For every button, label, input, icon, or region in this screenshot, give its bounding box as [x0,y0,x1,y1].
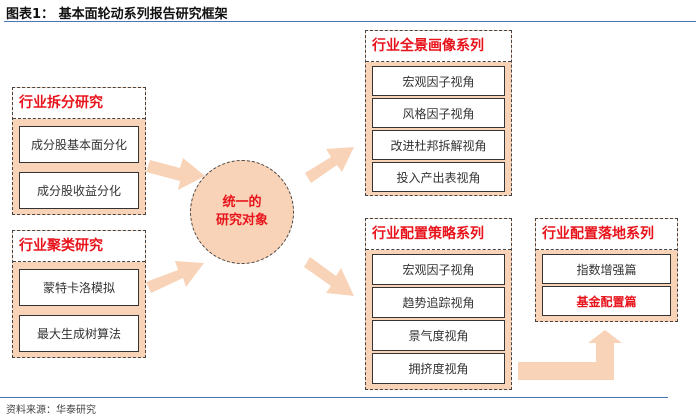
group-industry-split: 行业拆分研究 成分股基本面分化 成分股收益分化 [12,87,146,215]
arrow-right-icon [304,257,354,296]
group-title: 行业配置落地系列 [536,219,677,250]
list-item: 宏观因子视角 [372,66,505,96]
group-panorama-series: 行业全景画像系列 宏观因子视角 风格因子视角 改进杜邦拆解视角 投入产出表视角 [365,30,512,196]
group-title: 行业配置策略系列 [366,219,511,250]
list-item: 拥挤度视角 [372,353,505,384]
center-line-1: 统一的 [222,195,262,210]
list-item: 趋势追踪视角 [372,287,505,318]
group-title: 行业拆分研究 [13,88,145,119]
figure-title: 图表1： 基本面轮动系列报告研究框架 [6,7,228,22]
list-item: 景气度视角 [372,320,505,351]
group-strategy-series: 行业配置策略系列 宏观因子视角 趋势追踪视角 景气度视角 拥挤度视角 [365,218,512,390]
list-item: 成分股基本面分化 [19,126,139,163]
source-note: 资料来源：华泰研究 [6,405,96,416]
group-title: 行业全景画像系列 [366,31,511,62]
list-item: 成分股收益分化 [19,172,139,209]
list-item: 指数增强篇 [542,254,671,284]
footer-divider [0,397,668,398]
list-item: 宏观因子视角 [372,254,505,285]
title-divider [4,21,696,22]
arrow-right-icon [146,158,205,190]
center-research-object: 统一的研究对象 [190,160,294,264]
list-item: 最大生成树算法 [19,315,139,352]
list-item-highlighted: 基金配置篇 [542,286,671,316]
list-item: 改进杜邦拆解视角 [372,130,505,160]
list-item: 投入产出表视角 [372,162,505,192]
group-implementation-series: 行业配置落地系列 指数增强篇 基金配置篇 [535,218,678,322]
center-line-2: 研究对象 [215,213,268,228]
elbow-arrow-icon [518,330,622,380]
list-item: 风格因子视角 [372,98,505,128]
arrow-right-icon [305,147,354,183]
group-industry-clustering: 行业聚类研究 蒙特卡洛模拟 最大生成树算法 [12,230,146,358]
list-item: 蒙特卡洛模拟 [19,269,139,306]
arrow-right-icon [146,261,204,293]
group-title: 行业聚类研究 [13,231,145,262]
